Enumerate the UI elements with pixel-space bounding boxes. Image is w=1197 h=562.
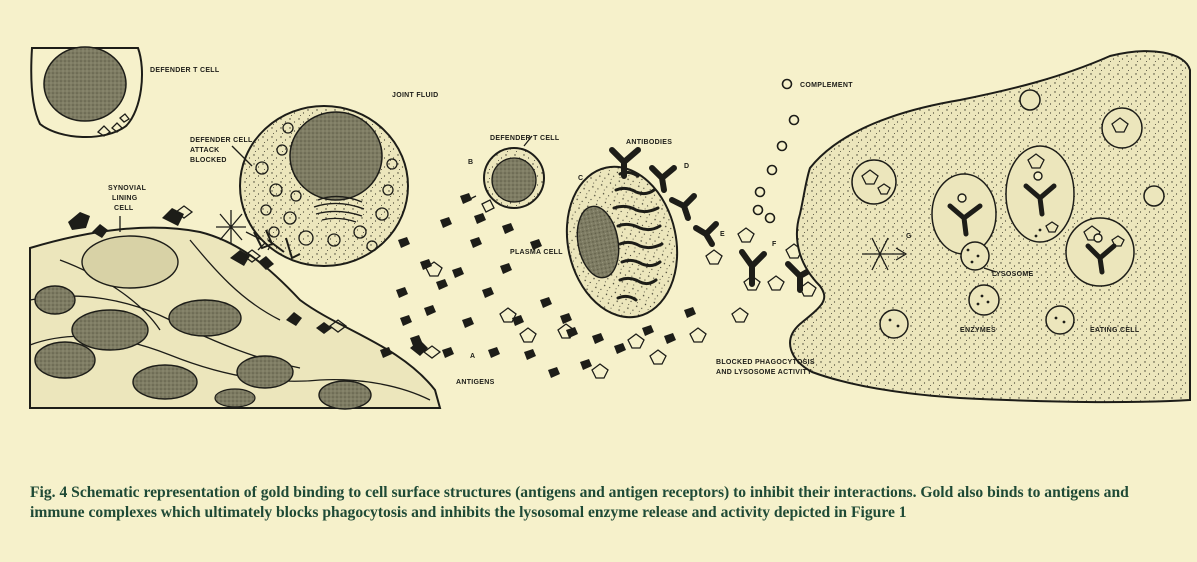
label-antigens: ANTIGENS (456, 379, 495, 386)
label-antibodies: ANTIBODIES (626, 139, 672, 146)
defender-cell-attack-blocked (240, 106, 408, 266)
defender-t-cell-mid (468, 136, 544, 212)
defender-t-cell-top (31, 47, 142, 137)
label-defender-cell-line3: BLOCKED (190, 157, 227, 164)
eating-cell (790, 51, 1190, 402)
letter-a: A (470, 353, 475, 360)
label-blocked-line1: BLOCKED PHAGOCYTOSIS (716, 359, 815, 366)
label-defender-cell-line2: ATTACK (190, 147, 220, 154)
label-eating-cell: EATING CELL (1090, 327, 1140, 334)
complement-circles (754, 80, 799, 223)
letter-e: E (720, 231, 725, 238)
plasma-cell (553, 156, 690, 327)
letter-f: F (772, 241, 777, 248)
label-lysosome: LYSOSOME (992, 271, 1033, 278)
letter-c: C (578, 175, 583, 182)
label-synovial-line3: CELL (114, 205, 134, 212)
diagram: DEFENDER T CELL JOINT FLUID DEFENDER CEL… (0, 0, 1197, 470)
label-defender-cell-line1: DEFENDER CELL (190, 137, 253, 144)
label-joint-fluid: JOINT FLUID (392, 92, 438, 99)
label-blocked-line2: AND LYSOSOME ACTIVITY (716, 369, 812, 376)
label-plasma-cell: PLASMA CELL (510, 249, 563, 256)
letter-g: G (906, 233, 912, 240)
letter-d: D (684, 163, 689, 170)
label-defender-t-cell-mid: DEFENDER T CELL (490, 135, 560, 142)
label-synovial-line2: LINING (112, 195, 138, 202)
label-synovial-line1: SYNOVIAL (108, 185, 147, 192)
figure-caption: Fig. 4 Schematic representation of gold … (30, 483, 1180, 523)
letter-b: B (468, 159, 473, 166)
label-complement: COMPLEMENT (800, 82, 853, 89)
label-defender-t-cell-top: DEFENDER T CELL (150, 67, 220, 74)
label-enzymes: ENZYMES (960, 327, 996, 334)
